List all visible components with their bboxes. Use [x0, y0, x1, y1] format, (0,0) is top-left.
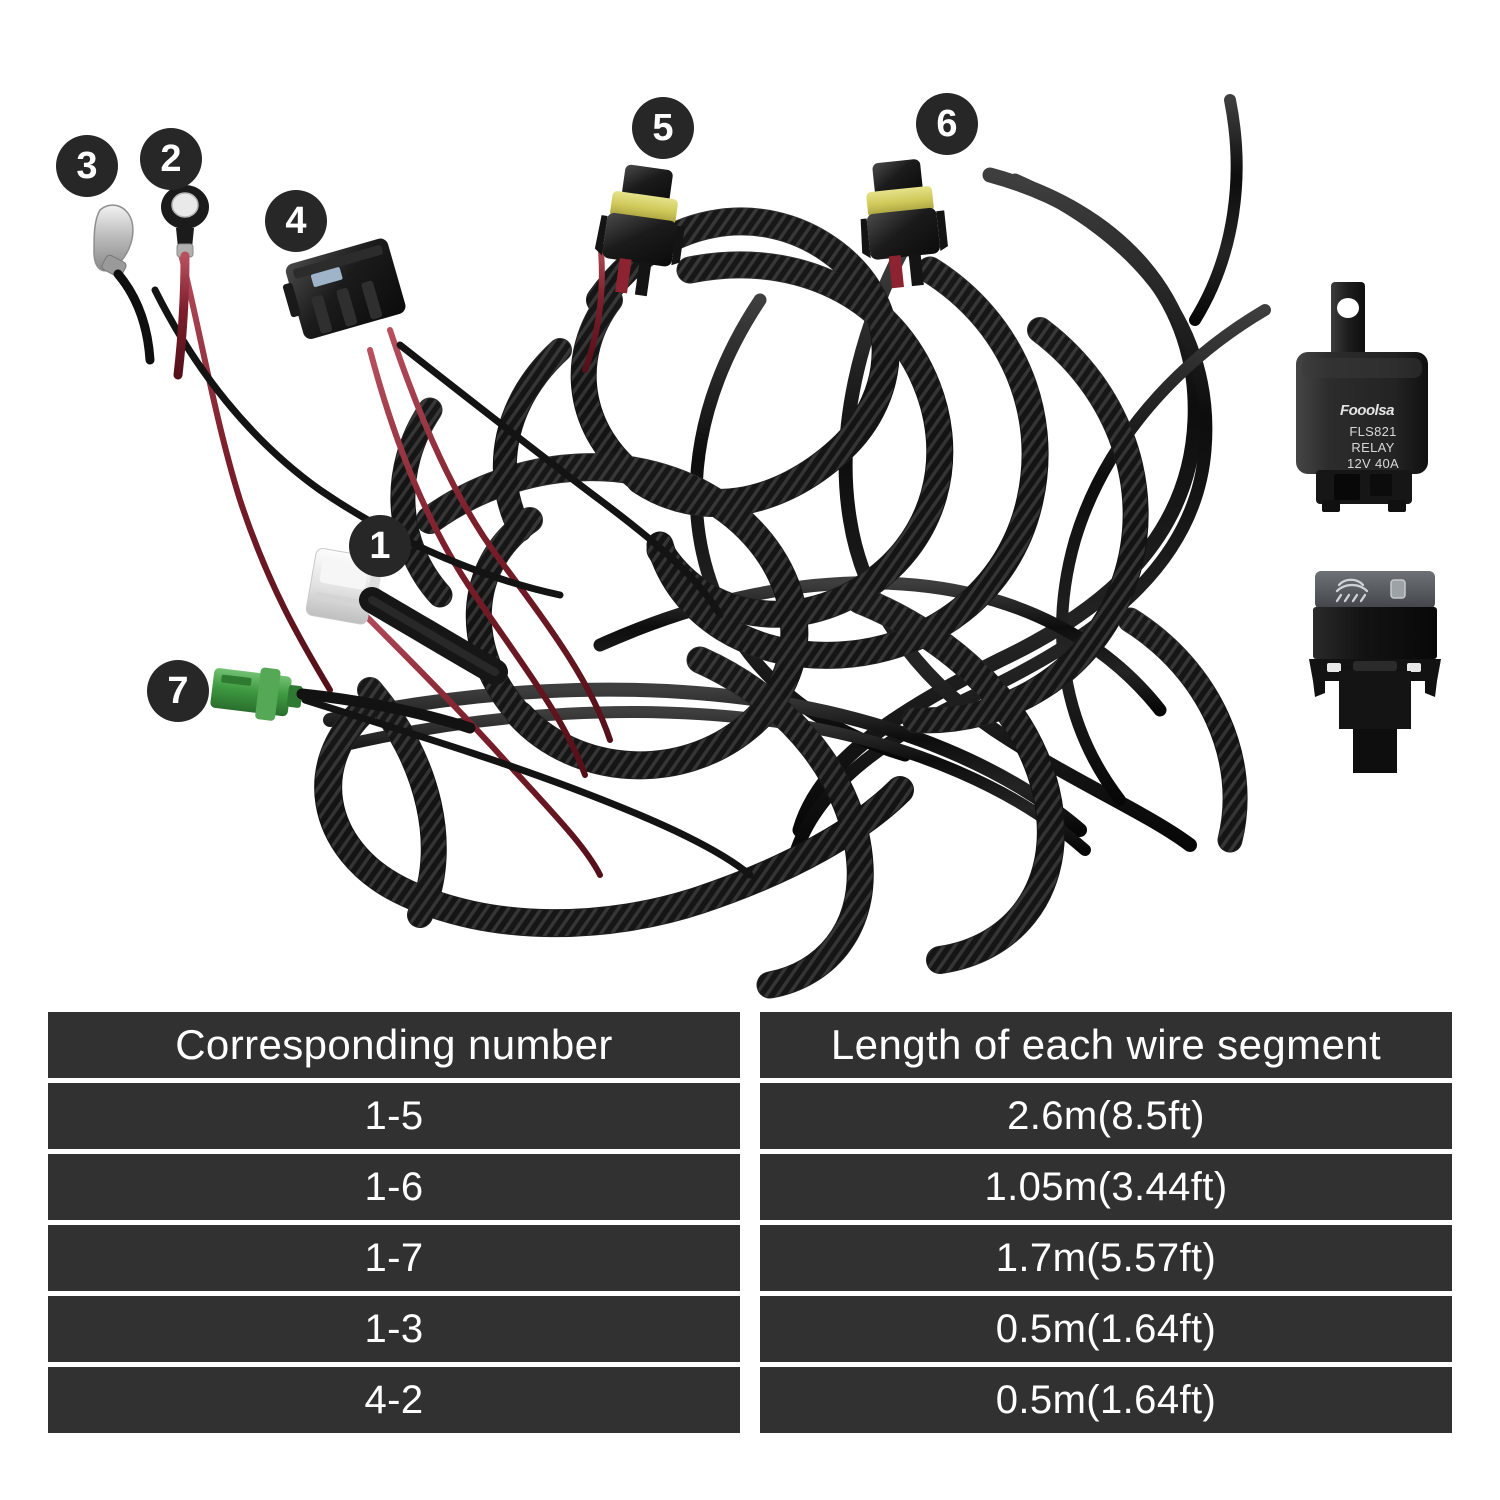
table-header-length: Length of each wire segment [760, 1012, 1452, 1078]
relay-brand-label: Fooolsa [1339, 402, 1395, 419]
table-row: 1-5 [48, 1083, 740, 1149]
wire-length-table: Corresponding number 1-5 1-6 1-7 1-3 4-2… [48, 1012, 1452, 1433]
callout-badge-1: 1 [349, 515, 411, 577]
callout-badge-5: 5 [632, 97, 694, 159]
fog-connector-5 [594, 164, 685, 297]
fog-lamp-icon [1335, 578, 1369, 603]
indicator-window [1390, 579, 1406, 599]
callout-badge-6: 6 [916, 93, 978, 155]
table-column-length: Length of each wire segment 2.6m(8.5ft) … [760, 1012, 1452, 1433]
wiring-harness-illustration [93, 94, 1271, 999]
callout-badge-2: 2 [140, 128, 202, 190]
table-row: 2.6m(8.5ft) [760, 1083, 1452, 1149]
table-row: 1-3 [48, 1296, 740, 1362]
switch-connector-part [282, 238, 406, 339]
green-connector-part [210, 667, 476, 734]
table-row: 0.5m(1.64ft) [760, 1367, 1452, 1433]
black-wire-group [151, 286, 754, 879]
callout-badge-3: 3 [56, 135, 118, 197]
table-row: 1.7m(5.57ft) [760, 1225, 1452, 1291]
table-row: 4-2 [48, 1367, 740, 1433]
fog-light-switch-component [1295, 565, 1455, 780]
conduit-group [314, 207, 1248, 999]
relay-illustration [1296, 282, 1428, 512]
relay-kind-label: RELAY [1351, 440, 1395, 455]
ring-terminal-part [161, 185, 209, 380]
table-row: 0.5m(1.64ft) [760, 1296, 1452, 1362]
table-column-number: Corresponding number 1-5 1-6 1-7 1-3 4-2 [48, 1012, 740, 1433]
table-row: 1-7 [48, 1225, 740, 1291]
relay-model-label: FLS821 [1349, 424, 1397, 439]
fog-connector-6 [860, 159, 948, 289]
harness-photo: 3 2 4 5 6 1 7 [56, 93, 1458, 999]
table-header-number: Corresponding number [48, 1012, 740, 1078]
table-row: 1.05m(3.44ft) [760, 1154, 1452, 1220]
callout-badge-7: 7 [147, 660, 209, 722]
callout-badge-4: 4 [265, 190, 327, 252]
switch-illustration [1309, 571, 1441, 773]
table-row: 1-6 [48, 1154, 740, 1220]
relay-component: Fooolsa FLS821 RELAY 12V 40A [1288, 278, 1458, 518]
spade-terminal-part [93, 204, 155, 365]
relay-rating-label: 12V 40A [1347, 456, 1399, 471]
red-wire-group [177, 237, 613, 878]
